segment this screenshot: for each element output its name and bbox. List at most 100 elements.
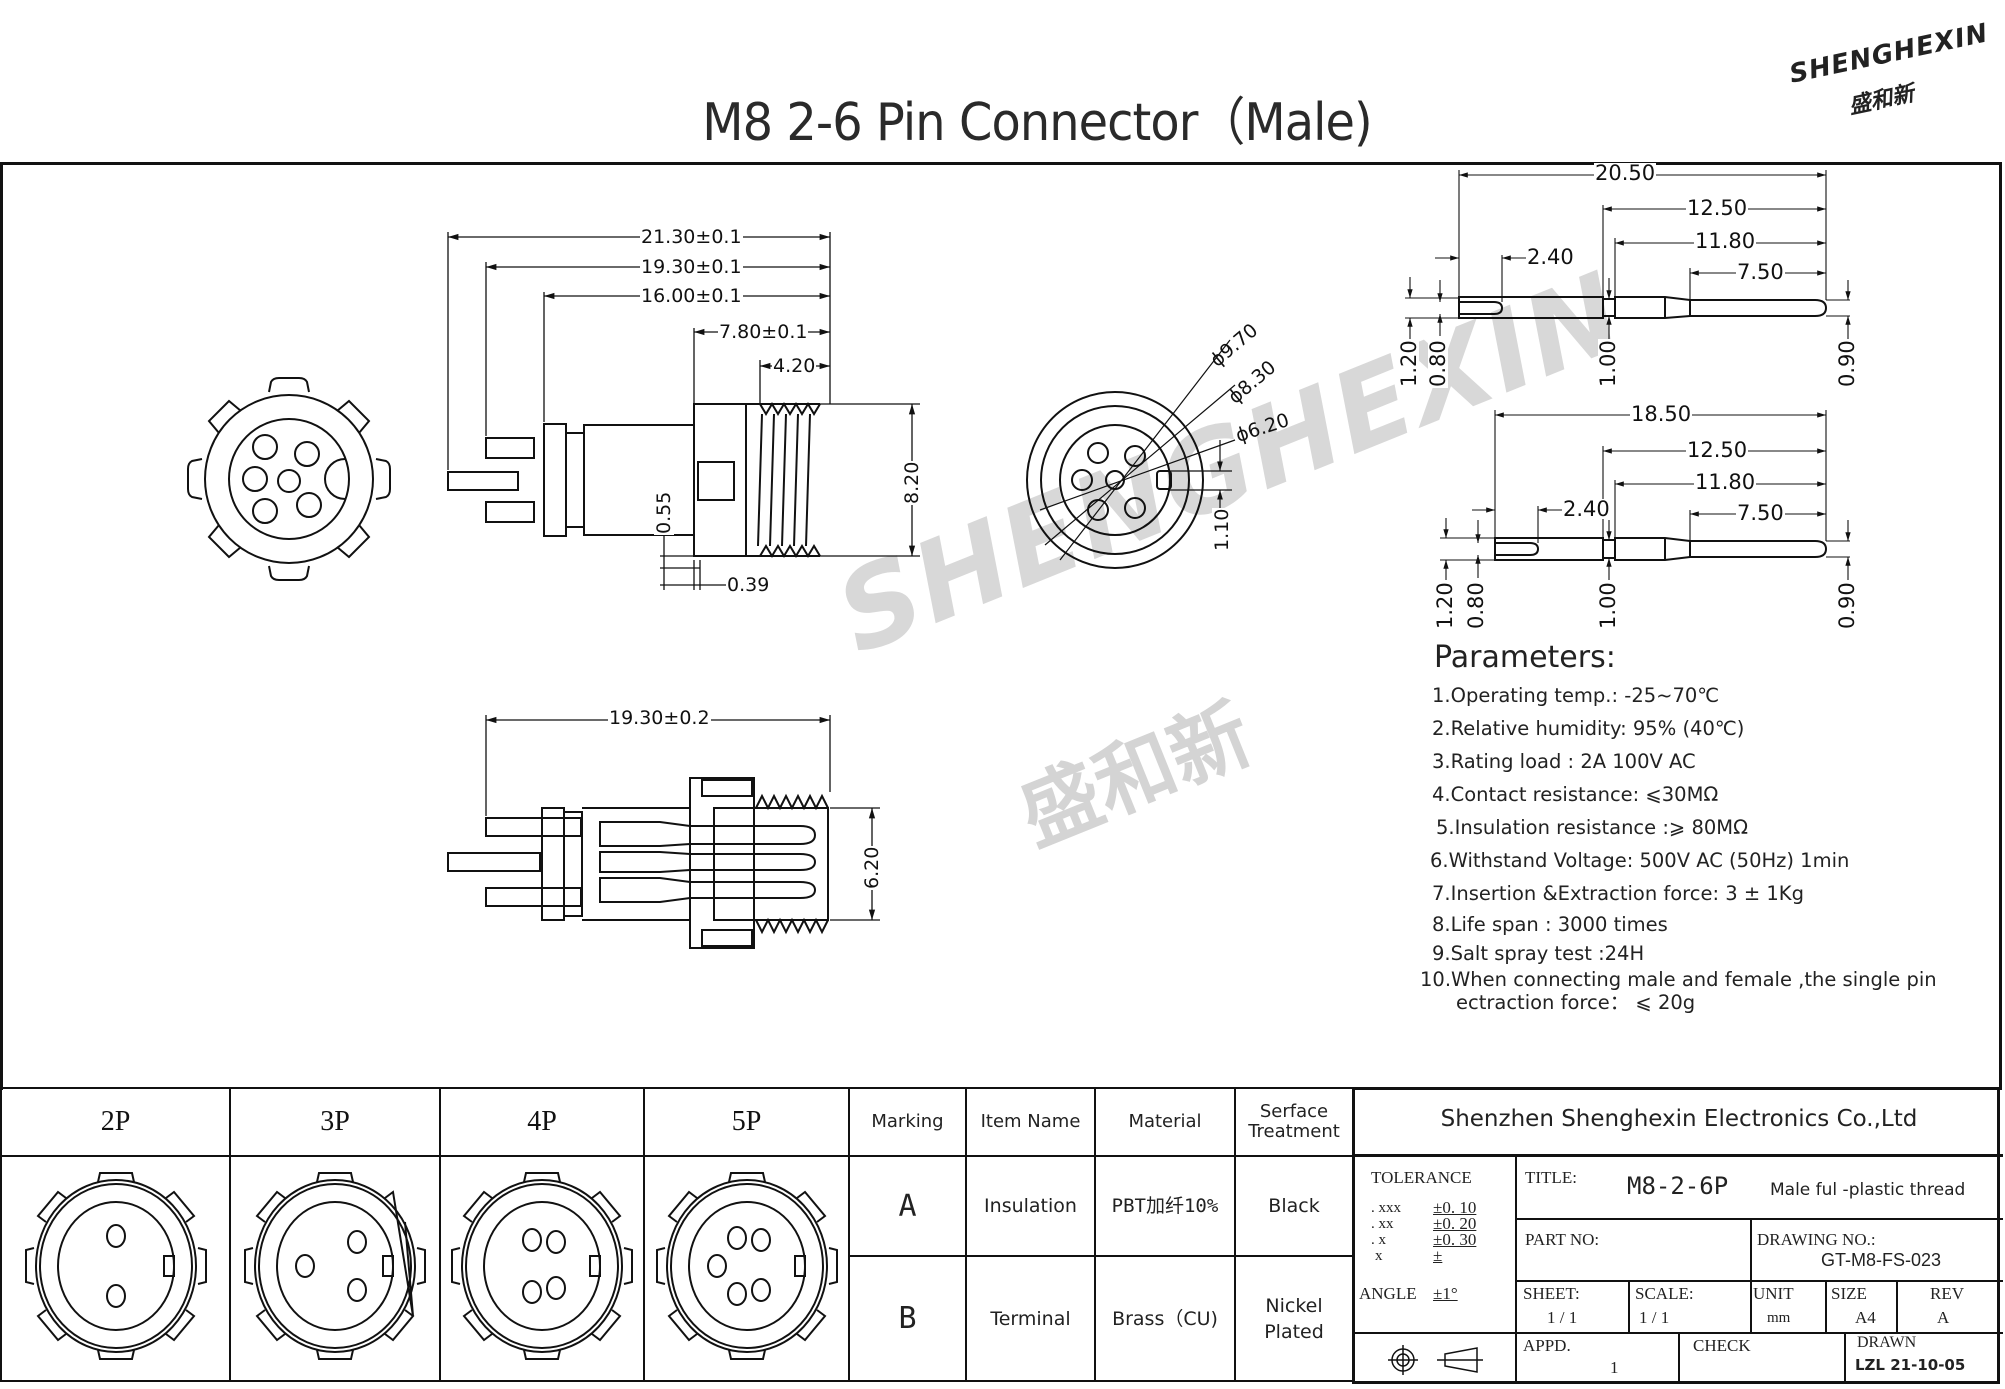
parameter-item: 6.Withstand Voltage: 500V AC (50Hz) 1min: [1430, 849, 1850, 872]
dim-section-height: 6.20: [861, 845, 883, 890]
pin-short-d3: 11.80: [1694, 470, 1757, 494]
bom-treatment-line1: Nickel: [1265, 1294, 1323, 1317]
divider: [1628, 1280, 1630, 1332]
sheet-label: SHEET:: [1523, 1284, 1580, 1303]
divider: [1515, 1218, 2003, 1220]
angle-value: ±1°: [1433, 1284, 1458, 1303]
variants-bom-table: 2P 3P 4P 5P Marking Item Name Material S…: [0, 1087, 1354, 1382]
pin-long-d2: 12.50: [1686, 196, 1749, 220]
bom-treatment-line2: Plated: [1264, 1320, 1324, 1343]
dim-pin-length: 19.30±0.1: [640, 256, 743, 278]
tolerance-value: ±0. 30: [1433, 1230, 1477, 1249]
check-label: CHECK: [1693, 1336, 1751, 1355]
scale-label: SCALE:: [1635, 1284, 1694, 1303]
logo-chinese-text: 盛和新: [1846, 80, 1917, 119]
pin-long-d3: 11.80: [1694, 229, 1757, 253]
bom-header-item-name: Item Name: [965, 1087, 1096, 1157]
tolerance-key: . xx: [1371, 1216, 1394, 1232]
dim-key-width: 1.10: [1211, 507, 1233, 552]
page-title: M8 2-6 Pin Connector（Male): [702, 93, 1372, 153]
rev-label: REV: [1930, 1284, 1964, 1303]
drawing-no-label: DRAWING NO.:: [1757, 1230, 1876, 1249]
parameters-section: Parameters: 1.Operating temp.: -25~70℃ 2…: [1420, 640, 1992, 1014]
parameter-item: 4.Contact resistance: ⩽30MΩ: [1432, 783, 1719, 806]
dim-overall-length: 21.30±0.1: [640, 226, 743, 248]
variant-header-4p: 4P: [439, 1087, 645, 1157]
pin-short-h2: 0.80: [1464, 581, 1488, 630]
pin-short-d2: 12.50: [1686, 438, 1749, 462]
divider: [1896, 1280, 1898, 1332]
variant-2p-cell: [0, 1155, 231, 1382]
divider: [1678, 1332, 1680, 1384]
tolerance-value: ±0. 10: [1433, 1198, 1477, 1217]
variant-3p-cell: [229, 1155, 441, 1382]
connector-4p-face-icon: [451, 1172, 633, 1360]
dim-thread-diameter: 8.20: [901, 460, 923, 505]
pin-short-h1: 1.20: [1433, 581, 1457, 630]
sheet-value: 1 / 1: [1547, 1308, 1578, 1327]
parameter-item: 1.Operating temp.: -25~70℃: [1432, 684, 1720, 707]
unit-value: mm: [1767, 1310, 1791, 1326]
pin-short-overall: 18.50: [1630, 402, 1693, 426]
bom-header-material: Material: [1094, 1087, 1236, 1157]
connector-2p-face-icon: [24, 1172, 207, 1360]
title-block: Shenzhen Shenghexin Electronics Co.,Ltd …: [1352, 1087, 2003, 1384]
bom-treatment-black: Black: [1234, 1155, 1354, 1257]
parameters-heading: Parameters:: [1434, 640, 1616, 675]
tolerance-key: x: [1375, 1248, 1383, 1264]
variant-header-2p: 2P: [0, 1087, 231, 1157]
size-value: A4: [1855, 1308, 1876, 1327]
dim-flange-to-end: 7.80±0.1: [718, 321, 809, 343]
pin-long-d5: 2.40: [1526, 245, 1575, 269]
dim-offset-055: 0.55: [653, 490, 675, 535]
dim-offset-039: 0.39: [726, 574, 771, 596]
bom-material-brass: Brass（CU): [1094, 1255, 1236, 1382]
connector-3p-face-icon: [244, 1172, 426, 1360]
scale-value: 1 / 1: [1639, 1308, 1670, 1327]
pin-short-d5: 2.40: [1562, 497, 1611, 521]
bom-header-surface-line2: Treatment: [1248, 1121, 1340, 1142]
tolerance-key: . x: [1371, 1232, 1386, 1248]
title-value: M8-2-6P: [1627, 1172, 1729, 1200]
divider: [1750, 1280, 1752, 1332]
dim-body-length: 16.00±0.1: [640, 285, 743, 307]
pin-short-h4: 0.90: [1835, 581, 1859, 630]
pin-long-h1: 1.20: [1397, 339, 1421, 388]
parameter-item: 8.Life span : 3000 times: [1432, 913, 1668, 936]
bom-item-terminal: Terminal: [965, 1255, 1096, 1382]
divider: [1844, 1332, 1846, 1384]
appd-value: 1: [1610, 1358, 1619, 1377]
bom-marking-a: A: [848, 1155, 967, 1257]
drawn-label: DRAWN: [1857, 1334, 1917, 1351]
company-logo: SHENGHEXIN 盛和新: [1787, 18, 1991, 120]
title-label: TITLE:: [1525, 1168, 1577, 1187]
tolerance-key: . xxx: [1371, 1200, 1401, 1216]
angle-label: ANGLE: [1359, 1284, 1417, 1303]
pin-long-h2: 0.80: [1426, 339, 1450, 388]
parameter-item: 7.Insertion &Extraction force: 3 ± 1Kg: [1432, 882, 1804, 905]
connector-5p-face-icon: [655, 1172, 838, 1360]
drawing-no-value: GT-M8-FS-023: [1821, 1250, 1942, 1270]
bom-material-pbt: PBT加纤10%: [1094, 1155, 1236, 1257]
pin-long-h4: 0.90: [1835, 339, 1859, 388]
parameter-item-continued: ectraction force： ⩽ 20g: [1456, 991, 1696, 1014]
tolerance-value: ±0. 20: [1433, 1214, 1477, 1233]
size-label: SIZE: [1831, 1284, 1867, 1303]
dim-section-length: 19.30±0.2: [608, 707, 711, 729]
pin-short-d4: 7.50: [1736, 501, 1785, 525]
appd-label: APPD.: [1523, 1336, 1571, 1355]
variant-5p-cell: [643, 1155, 850, 1382]
projection-symbol-icon: [1388, 1345, 1483, 1375]
divider: [1825, 1280, 1827, 1332]
variant-header-5p: 5P: [643, 1087, 850, 1157]
parameter-item: 2.Relative humidity: 95% (40℃): [1432, 717, 1745, 740]
unit-label: UNIT: [1753, 1284, 1794, 1303]
drawn-value: LZL 21-10-05: [1855, 1356, 1966, 1374]
rev-value: A: [1937, 1308, 1950, 1327]
dim-thread-length: 4.20: [772, 355, 817, 377]
divider: [1515, 1280, 2003, 1282]
bom-marking-b: B: [848, 1255, 967, 1382]
